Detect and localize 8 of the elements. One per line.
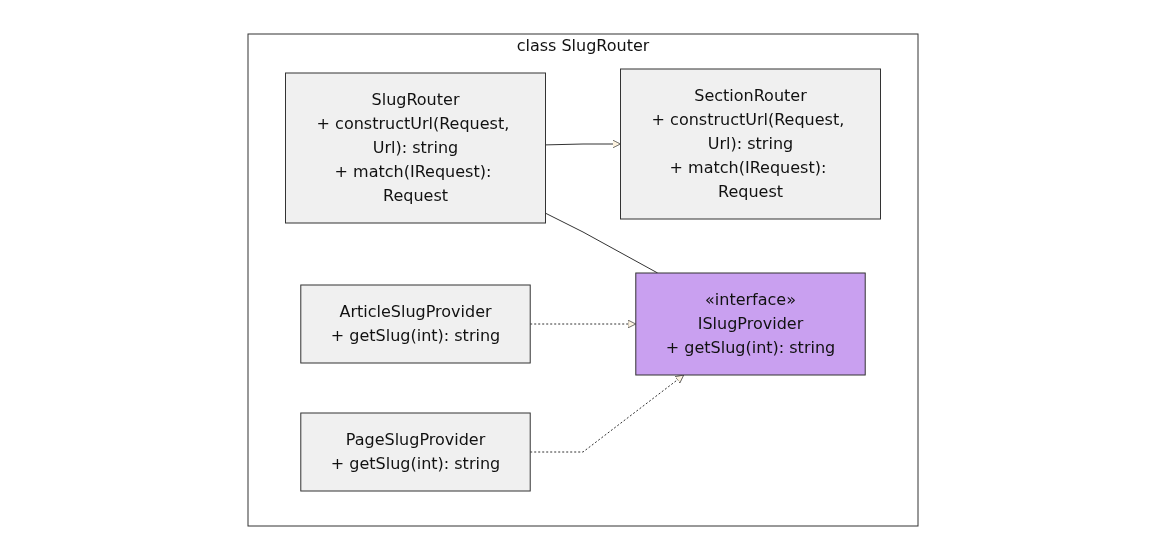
node-box: ArticleSlugProvider + getSlug(int): string <box>300 284 531 364</box>
node-box: SlugRouter + constructUrl(Request, Url): string + match(IRequest): Request <box>285 72 546 224</box>
arrow <box>545 139 621 149</box>
node-box: «interface» ISlugProvider + getSlug(int): string <box>635 272 866 376</box>
arrow <box>529 319 637 329</box>
arrow <box>529 374 685 453</box>
node-box: SectionRouter + constructUrl(Request, Url): string + match(IRequest): Request <box>620 68 881 220</box>
node-box: PageSlugProvider + getSlug(int): string <box>300 412 531 492</box>
